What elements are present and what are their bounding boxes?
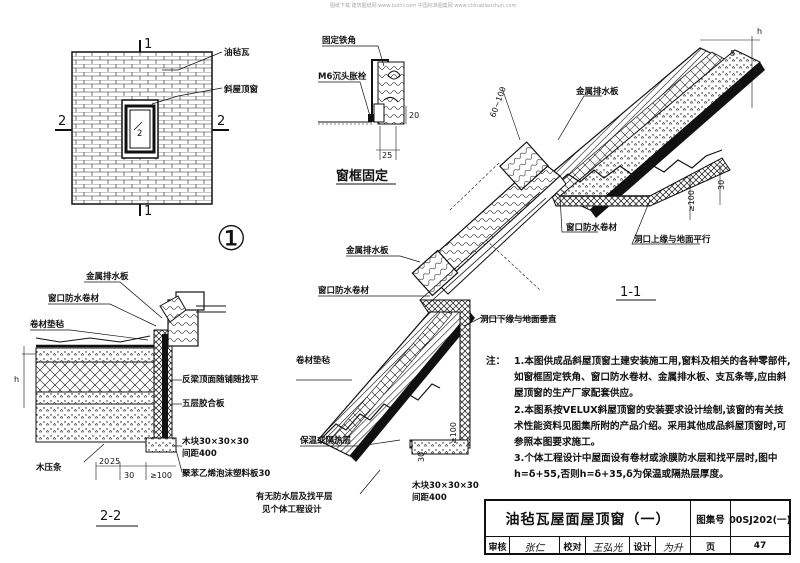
note-1-num: 1. <box>514 356 525 367</box>
dim-20: 20 <box>409 111 419 120</box>
label-wood-block-1: 木块30×30×30 <box>411 480 479 491</box>
fix-detail-title: 窗框固定 <box>336 168 388 184</box>
detail-number: ① <box>216 219 246 259</box>
skylight-glass <box>129 109 151 149</box>
dim-30-upper: 30 <box>717 180 726 190</box>
atlas-number: 00SJ202(一) <box>729 501 791 537</box>
label-underlay: 卷材垫毡 <box>295 355 331 366</box>
label-metal-flashing-lower: 金属排水板 <box>345 245 389 256</box>
notes-block: 注： 1.本图供成品斜屋顶窗土建安装施工用,窗料及相关的各种零部件,如窗框固定铁… <box>486 354 791 484</box>
download-stamp: 图纸下载 建筑图纸网 www.tuzhi.com 中国标准图集网 www.chi… <box>330 3 517 9</box>
label-spacing-2: 间距400 <box>182 448 217 459</box>
notes-header: 注： <box>486 356 506 367</box>
note-1-text: 本图供成品斜屋顶窗土建安装施工用,窗料及相关的各种零部件,如窗框固定铁角、窗口防… <box>514 356 791 400</box>
label-see-project: 见个体工程设计 <box>262 504 322 515</box>
review-label: 审核 <box>486 537 510 555</box>
section-2-2 <box>22 281 226 480</box>
section-2-right: 2 <box>217 114 225 129</box>
dim-delta-upper: δ <box>730 49 735 58</box>
dim-h-upper: h <box>757 27 762 36</box>
dim-100-2-2: ≥100 <box>150 471 172 480</box>
title-block: 油毡瓦屋面屋顶窗（一） 图集号 00SJ202(一) 审核 张仁 校对 王弘光 … <box>484 499 791 555</box>
dim-25-2-2: 25 <box>110 457 120 466</box>
label-opening-bottom: 洞口下缘与地面垂直 <box>480 314 557 325</box>
dim-30-2-2: 30 <box>124 471 134 480</box>
atlas-label: 图集号 <box>691 501 731 537</box>
dim-30-lower: 30 <box>417 452 426 462</box>
page-number: 47 <box>753 541 767 551</box>
note-2-num: 2. <box>514 404 525 416</box>
check-signature: 王弘光 <box>586 537 630 555</box>
label-window-membrane-upper: 窗口防水卷材 <box>566 222 618 233</box>
label-eps: 聚苯乙烯泡沫塑料板30 <box>181 468 270 479</box>
label-skylight: 斜屋顶窗 <box>223 84 259 95</box>
note-3: 3.个体工程设计中屋面设有卷材或涂膜防水层和找平层时,图中h=δ+55,否则h=… <box>486 451 791 483</box>
note-3-text: 个体工程设计中屋面设有卷材或涂膜防水层和找平层时,图中h=δ+55,否则h=δ+… <box>514 453 778 481</box>
frame-fixing-detail <box>318 45 407 160</box>
label-underlay-2-2: 卷材垫毡 <box>29 319 65 330</box>
drawing-title: 油毡瓦屋面屋顶窗（一） <box>486 501 691 537</box>
label-metal-flashing-2-2: 金属排水板 <box>85 271 129 282</box>
label-bolt: M6沉头胀栓 <box>318 71 367 82</box>
label-felt-tile: 油毡瓦 <box>224 47 250 58</box>
label-spacing-1: 间距400 <box>412 492 447 503</box>
label-batten: 木压条 <box>35 462 62 473</box>
plan-view <box>55 40 229 216</box>
page-label: 页 <box>691 537 731 555</box>
dim-25: 25 <box>382 151 392 160</box>
note-2-text: 本图系按VELUX斜屋顶窗的安装要求设计绘制,该窗的有关技术性能资料见图集所附的… <box>514 404 787 449</box>
label-fix-angle: 固定铁角 <box>322 35 356 46</box>
section-2-left: 2 <box>58 114 66 129</box>
dim-20-2-2: 20 <box>99 457 109 466</box>
section-1-1 <box>317 36 765 462</box>
review-signature: 张仁 <box>510 537 560 555</box>
label-waterproof: 有无防水层及找平层 <box>256 491 333 502</box>
label-wood-block-2: 木块30×30×30 <box>181 436 249 447</box>
signature-row: 审核 张仁 校对 王弘光 设计 为升 页 47 <box>486 537 789 555</box>
design-label: 设计 <box>630 537 656 555</box>
section-2-2-title: 2-2 <box>100 509 121 524</box>
dim-h-2-2: h <box>14 375 19 384</box>
section-1-top: 1 <box>144 37 152 52</box>
label-insulation: 保温或隔热层 <box>299 435 352 446</box>
window-mark: 2 <box>137 129 142 139</box>
label-opening-top: 洞口上缘与地面平行 <box>634 234 711 245</box>
label-metal-flashing-upper: 金属排水板 <box>575 86 619 97</box>
section-1-1-title: 1-1 <box>620 285 641 300</box>
label-window-membrane-2-2: 窗口防水卷材 <box>48 293 100 304</box>
label-window-membrane-lower: 窗口防水卷材 <box>318 285 370 296</box>
dim-60-100: 60~100 <box>488 85 507 118</box>
dim-100-upper: ≥100 <box>687 190 696 212</box>
note-3-num: 3. <box>514 453 525 465</box>
check-label: 校对 <box>560 537 586 555</box>
design-signature: 为升 <box>656 537 691 555</box>
section-1-bottom: 1 <box>144 204 152 219</box>
note-2: 2.本图系按VELUX斜屋顶窗的安装要求设计绘制,该窗的有关技术性能资料见图集所… <box>486 403 791 452</box>
dim-100-lower: ≥100 <box>449 422 458 444</box>
note-1: 注： 1.本图供成品斜屋顶窗土建安装施工用,窗料及相关的各种零部件,如窗框固定铁… <box>486 354 791 403</box>
label-reverse-slope: 反梁顶面随铺随找平 <box>182 374 259 385</box>
label-plywood: 五层胶合板 <box>182 398 225 409</box>
